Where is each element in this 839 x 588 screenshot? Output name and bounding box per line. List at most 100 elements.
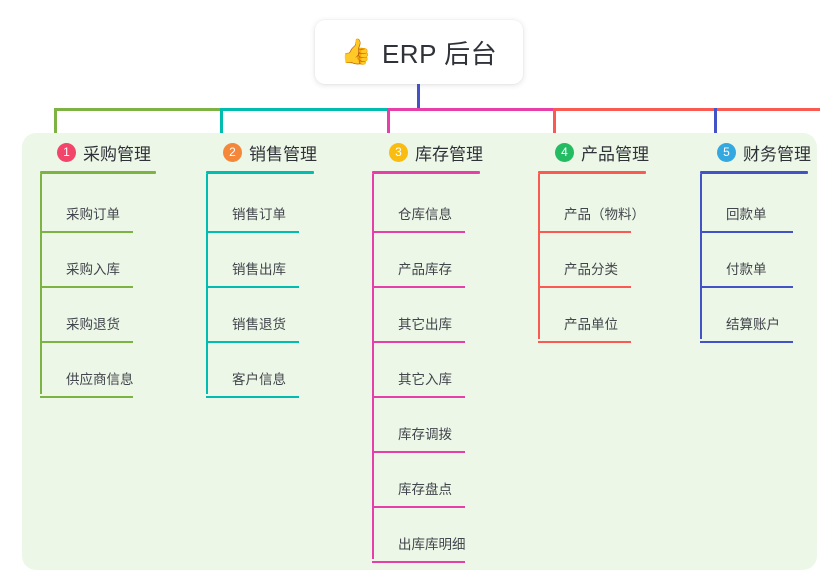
column-drop-connector	[54, 108, 57, 141]
column-header-4[interactable]: 4 产品管理	[538, 133, 649, 171]
column-items: 回款单付款单结算账户	[700, 174, 811, 343]
leaf-item[interactable]: 回款单	[700, 178, 811, 233]
leaf-item[interactable]: 产品分类	[538, 233, 649, 288]
leaf-item-label: 结算账户	[726, 317, 780, 332]
root-node[interactable]: 👍 ERP 后台	[315, 20, 523, 84]
column-1: 1 采购管理采购订单采购入库采购退货供应商信息	[40, 133, 156, 398]
column-header-5[interactable]: 5 财务管理	[700, 133, 811, 171]
column-header-rule	[40, 171, 156, 174]
leaf-item-label: 销售订单	[232, 207, 286, 222]
column-spine	[40, 174, 42, 394]
leaf-item-label: 采购入库	[66, 262, 120, 277]
bus-segment	[54, 108, 223, 111]
leaf-item-rule	[40, 231, 133, 233]
column-items: 采购订单采购入库采购退货供应商信息	[40, 174, 156, 398]
leaf-item-label: 采购订单	[66, 207, 120, 222]
content-panel	[22, 133, 817, 570]
leaf-item[interactable]: 销售退货	[206, 288, 317, 343]
leaf-item-label: 库存盘点	[398, 482, 452, 497]
leaf-item-rule	[206, 396, 299, 398]
leaf-item-rule	[372, 231, 465, 233]
column-title: 销售管理	[249, 144, 317, 164]
leaf-item-rule	[372, 341, 465, 343]
leaf-item[interactable]: 产品（物料）	[538, 178, 649, 233]
leaf-item-label: 供应商信息	[66, 372, 134, 387]
leaf-item-rule	[206, 286, 299, 288]
column-badge: 5	[717, 142, 736, 162]
leaf-item-rule	[700, 341, 793, 343]
bus-segment	[387, 108, 556, 111]
leaf-item[interactable]: 仓库信息	[372, 178, 483, 233]
column-spine	[700, 174, 702, 339]
column-title: 产品管理	[581, 144, 649, 164]
leaf-item-label: 其它入库	[398, 372, 452, 387]
leaf-item-rule	[372, 561, 465, 563]
column-drop-connector	[553, 108, 556, 141]
column-spine	[206, 174, 208, 394]
column-items: 仓库信息产品库存其它出库其它入库库存调拨库存盘点出库库明细	[372, 174, 483, 563]
thumbs-up-icon: 👍	[340, 37, 372, 66]
column-badge: 1	[57, 142, 76, 162]
column-drop-connector	[387, 108, 390, 141]
leaf-item[interactable]: 采购退货	[40, 288, 156, 343]
column-items: 产品（物料） 产品分类产品单位	[538, 174, 649, 343]
leaf-item-label: 采购退货	[66, 317, 120, 332]
column-badge: 2	[223, 142, 242, 162]
leaf-item[interactable]: 客户信息	[206, 343, 317, 398]
leaf-item[interactable]: 结算账户	[700, 288, 811, 343]
leaf-item-label: 回款单	[726, 207, 767, 222]
leaf-item-label: 产品库存	[398, 262, 452, 277]
leaf-item[interactable]: 出库库明细	[372, 508, 483, 563]
column-4: 4 产品管理产品（物料） 产品分类产品单位	[538, 133, 649, 343]
column-header-rule	[206, 171, 314, 174]
leaf-item-label: 客户信息	[232, 372, 286, 387]
leaf-item[interactable]: 产品库存	[372, 233, 483, 288]
leaf-item-label: 产品单位	[564, 317, 618, 332]
leaf-item-rule	[40, 396, 133, 398]
leaf-item-label: 库存调拨	[398, 427, 452, 442]
column-title: 财务管理	[743, 144, 811, 164]
leaf-item-label: 销售出库	[232, 262, 286, 277]
column-spine	[372, 174, 374, 559]
leaf-item-rule	[372, 451, 465, 453]
column-header-rule	[700, 171, 808, 174]
column-header-2[interactable]: 2 销售管理	[206, 133, 317, 171]
leaf-item-rule	[40, 286, 133, 288]
bus-segment	[553, 108, 820, 111]
leaf-item[interactable]: 产品单位	[538, 288, 649, 343]
column-title: 采购管理	[83, 144, 151, 164]
leaf-item-rule	[538, 341, 631, 343]
leaf-item[interactable]: 供应商信息	[40, 343, 156, 398]
leaf-item-rule	[372, 506, 465, 508]
column-drop-connector	[714, 108, 717, 141]
leaf-item[interactable]: 销售订单	[206, 178, 317, 233]
column-badge: 3	[389, 142, 408, 162]
leaf-item[interactable]: 其它出库	[372, 288, 483, 343]
leaf-item[interactable]: 付款单	[700, 233, 811, 288]
column-drop-connector	[220, 108, 223, 141]
leaf-item[interactable]: 库存盘点	[372, 453, 483, 508]
column-spine	[538, 174, 540, 339]
leaf-item-rule	[206, 341, 299, 343]
leaf-item-rule	[538, 286, 631, 288]
leaf-item-label: 仓库信息	[398, 207, 452, 222]
column-header-3[interactable]: 3 库存管理	[372, 133, 483, 171]
leaf-item-rule	[700, 231, 793, 233]
column-header-1[interactable]: 1 采购管理	[40, 133, 156, 171]
column-badge: 4	[555, 142, 574, 162]
leaf-item-label: 产品（物料）	[564, 207, 645, 222]
leaf-item-label: 产品分类	[564, 262, 618, 277]
column-title: 库存管理	[415, 144, 483, 164]
bus-segment	[220, 108, 390, 111]
leaf-item[interactable]: 采购入库	[40, 233, 156, 288]
column-header-rule	[538, 171, 646, 174]
leaf-item[interactable]: 采购订单	[40, 178, 156, 233]
leaf-item[interactable]: 其它入库	[372, 343, 483, 398]
leaf-item[interactable]: 销售出库	[206, 233, 317, 288]
leaf-item[interactable]: 库存调拨	[372, 398, 483, 453]
leaf-item-label: 其它出库	[398, 317, 452, 332]
column-5: 5 财务管理回款单付款单结算账户	[700, 133, 811, 343]
column-header-rule	[372, 171, 480, 174]
column-3: 3 库存管理仓库信息产品库存其它出库其它入库库存调拨库存盘点出库库明细	[372, 133, 483, 563]
